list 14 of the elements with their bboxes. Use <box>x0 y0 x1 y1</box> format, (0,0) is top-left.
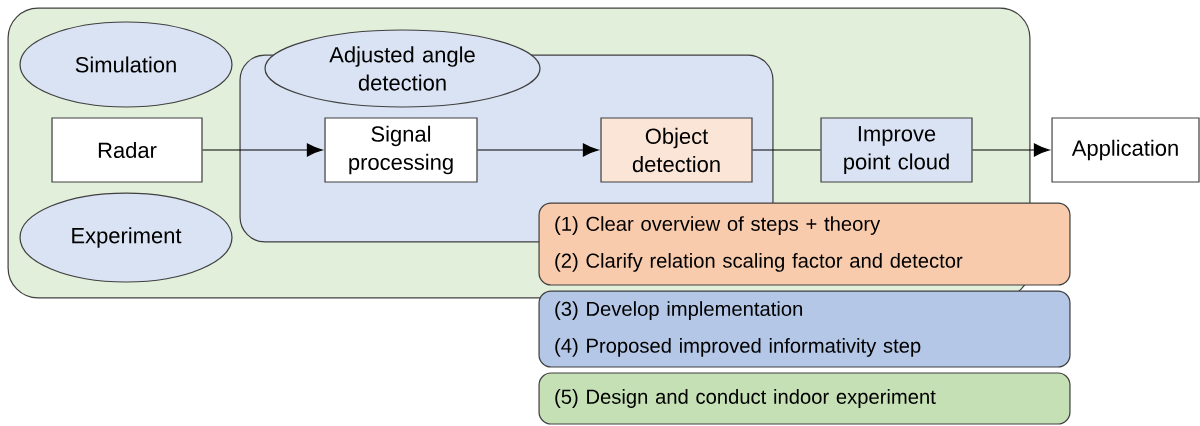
process-box: Radar <box>51 117 203 183</box>
process-box: Application <box>1051 117 1200 183</box>
ellipse-node: Simulation <box>19 21 233 108</box>
process-box: Signal processing <box>324 117 478 183</box>
arrow <box>202 143 323 157</box>
arrow <box>477 143 599 157</box>
note-box: (1) Clear overview of steps + theory (2) Clarify relation scaling factor and detector <box>538 202 1071 286</box>
process-box: Object detection <box>600 117 753 183</box>
note-box: (5) Design and conduct indoor experiment <box>538 372 1071 425</box>
note-box: (3) Develop implementation (4) Proposed improved informativity step <box>538 290 1071 368</box>
ellipse-node: Adjusted angle detection <box>264 29 541 108</box>
process-box: Improve point cloud <box>820 117 973 183</box>
arrow <box>972 143 1050 157</box>
ellipse-node: Experiment <box>19 192 233 283</box>
